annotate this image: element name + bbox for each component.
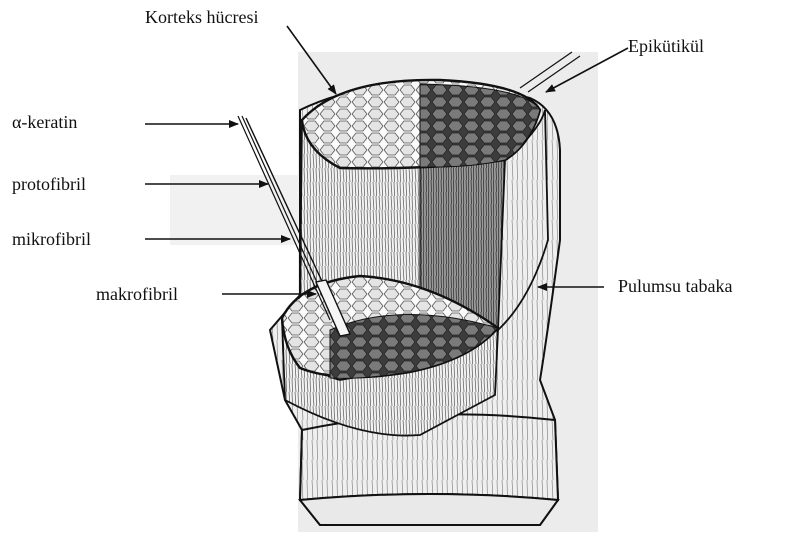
alpha-keratin-label: α-keratin <box>12 112 77 132</box>
korteks-label: Korteks hücresi <box>145 7 258 27</box>
mikrofibril-label: mikrofibril <box>12 229 91 249</box>
epikutikul-label: Epikütikül <box>628 36 704 56</box>
makrofibril-label: makrofibril <box>96 284 178 304</box>
pulumsu-tabaka-label: Pulumsu tabaka <box>618 276 733 296</box>
protofibril-label: protofibril <box>12 174 86 194</box>
scale-band-bottom <box>300 494 558 525</box>
